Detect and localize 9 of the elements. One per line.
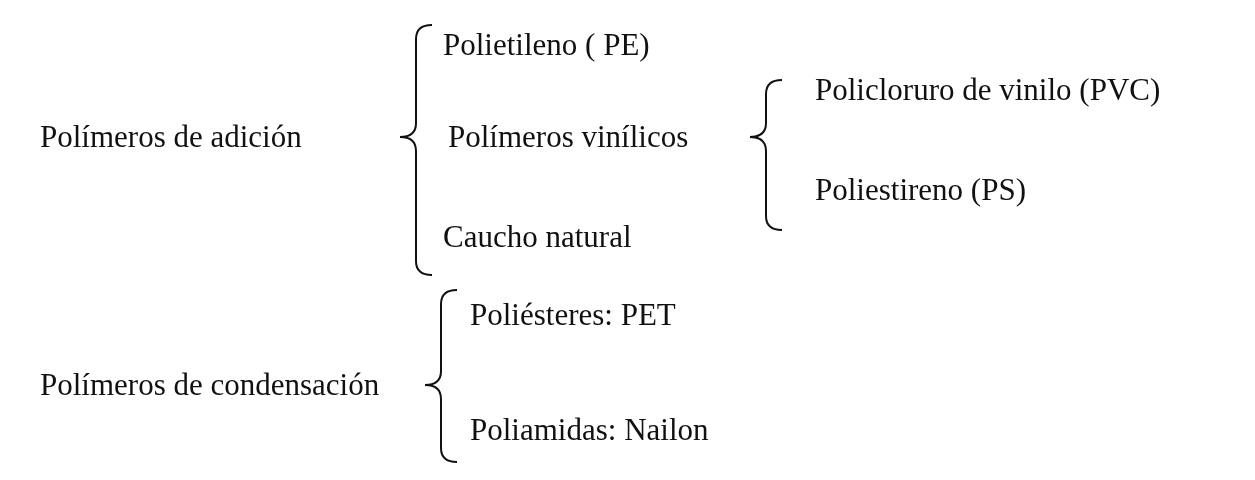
term-label: Poliésteres: PET (470, 297, 676, 333)
term-label: Poliestireno (PS) (815, 172, 1026, 208)
term-label: Poliamidas: Nailon (470, 412, 709, 448)
term-label: Policloruro de vinilo (PVC) (815, 72, 1161, 108)
term-label: Polietileno ( PE) (443, 27, 650, 63)
term-label: Polímeros de condensación (40, 367, 380, 403)
term-label: Polímeros vinílicos (448, 119, 689, 155)
term-label: Polímeros de adición (40, 119, 302, 155)
term-label: Caucho natural (443, 219, 632, 255)
